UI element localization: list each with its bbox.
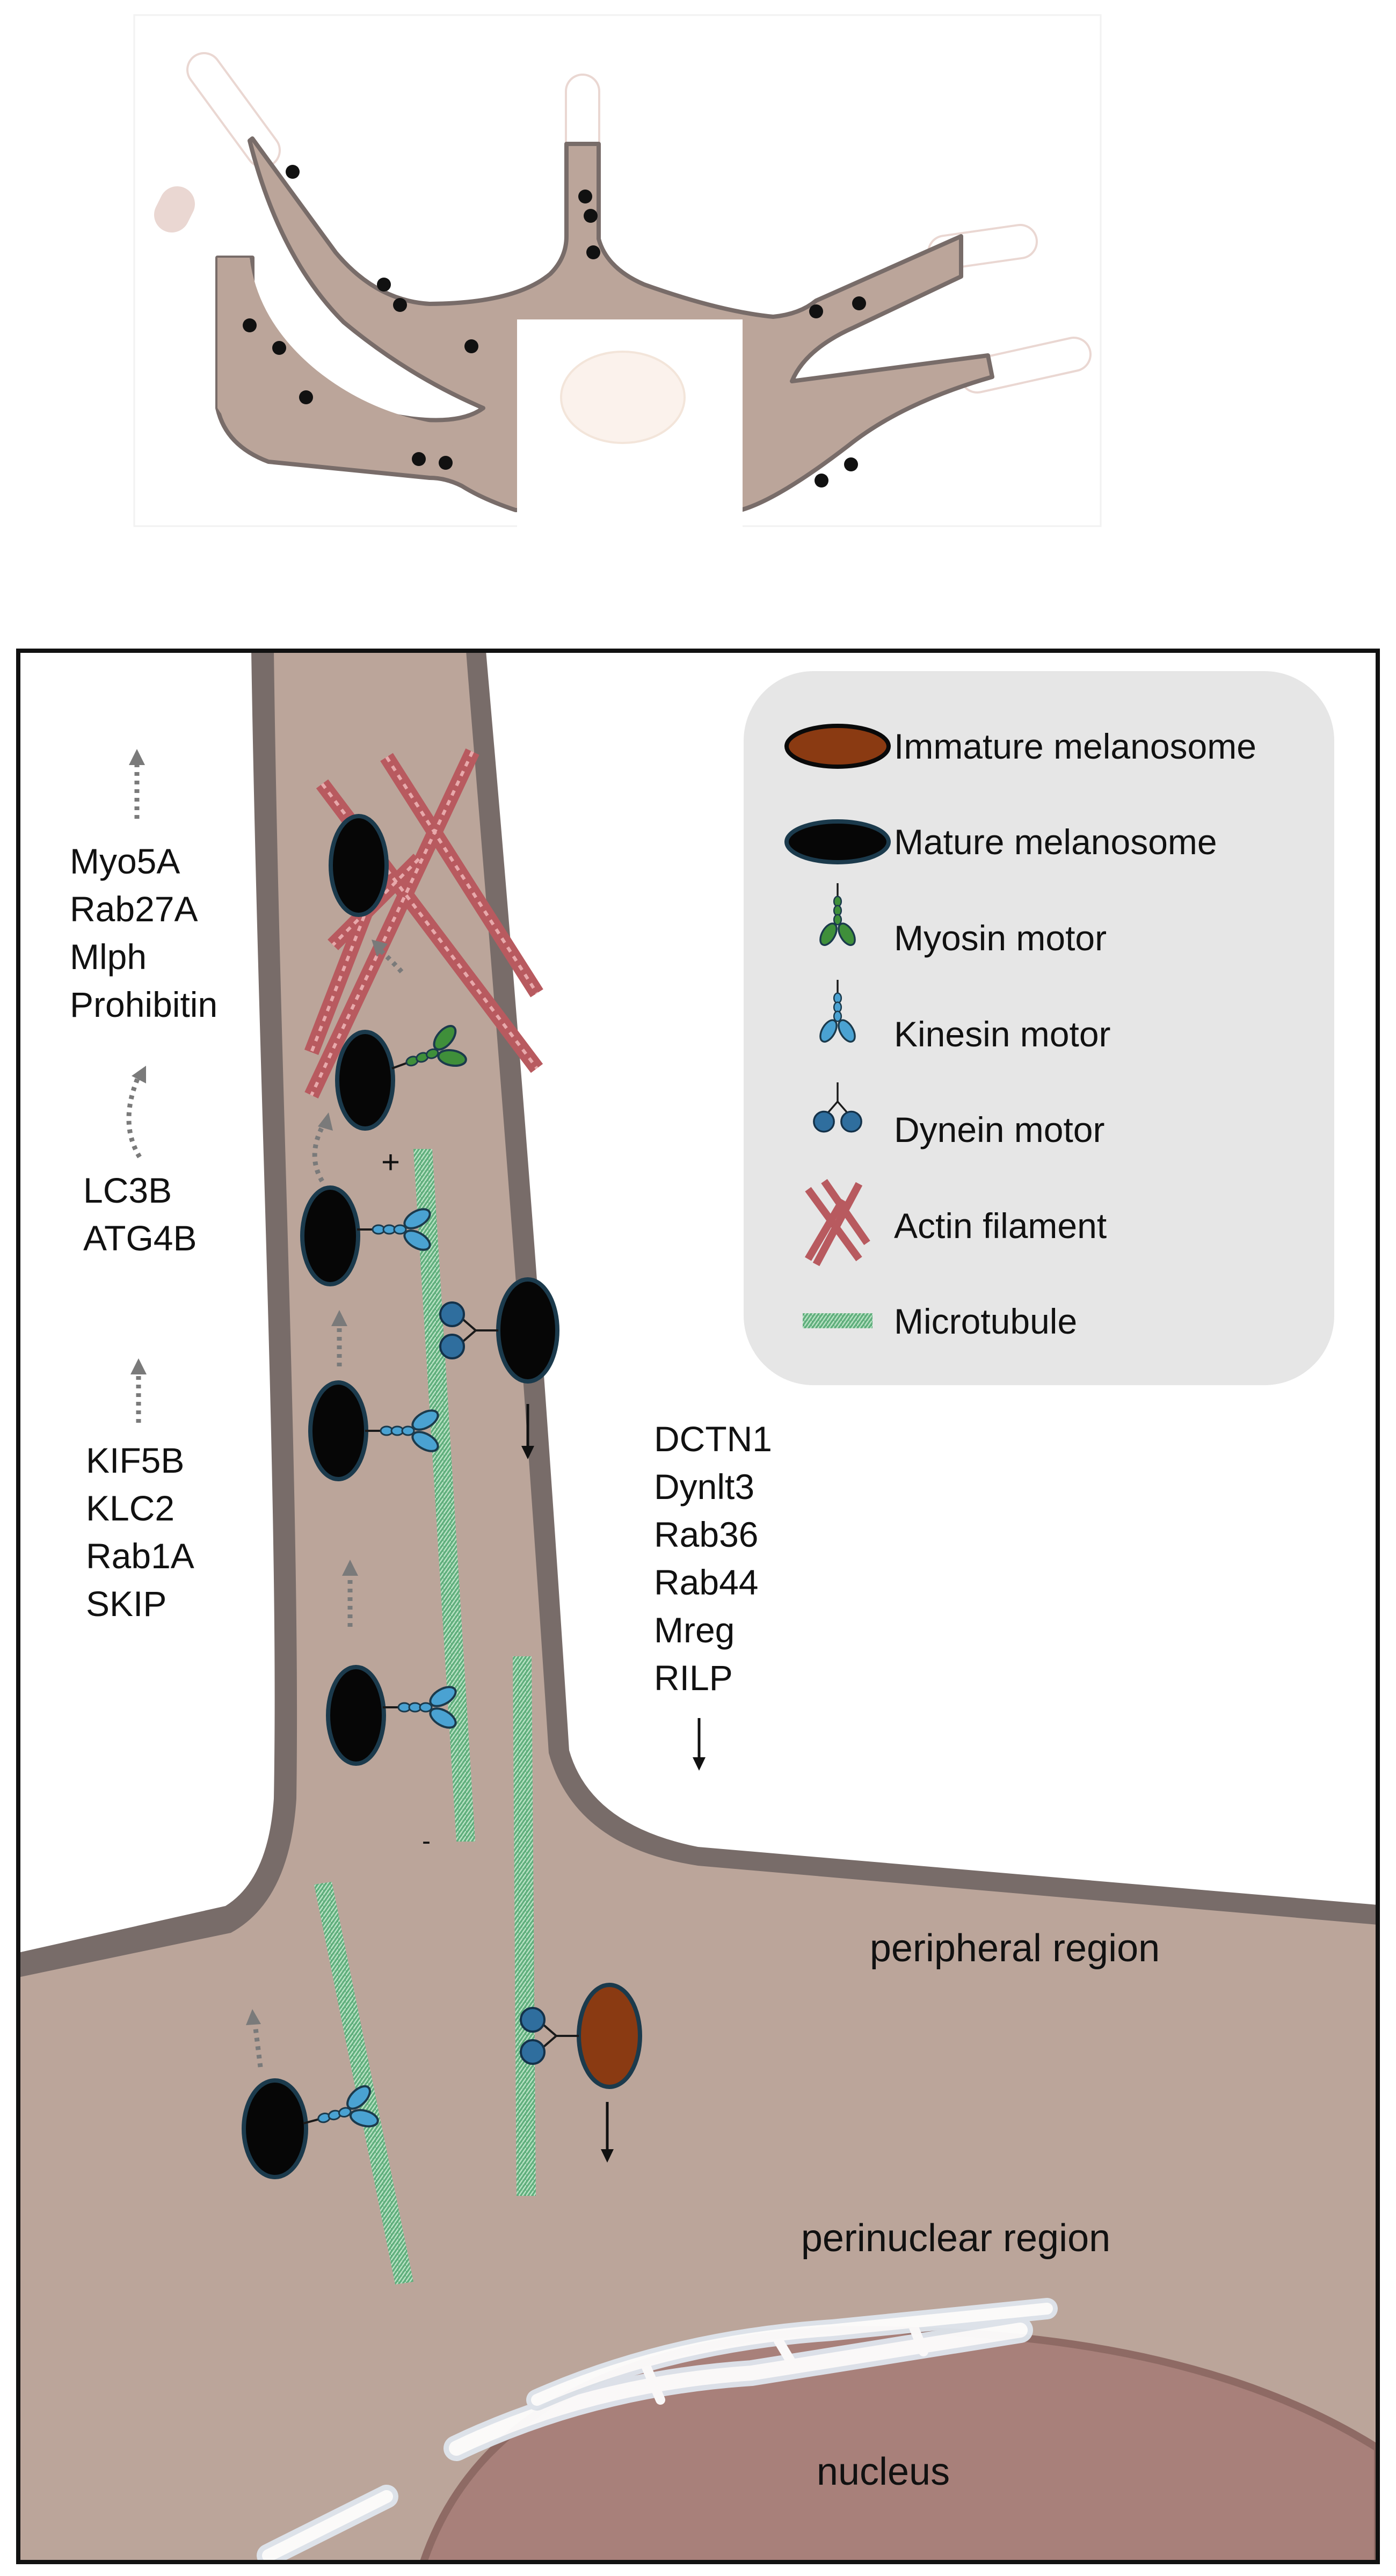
legend-labels: Immature melanosome Mature melanosome My…	[894, 726, 1256, 1341]
legend	[744, 671, 1334, 1385]
svg-text:DCTN1: DCTN1	[654, 1419, 772, 1459]
protein-group-dynein-transport: DCTN1 Dynlt3 Rab36 Rab44 Mreg RILP	[654, 1419, 772, 1698]
movement-arrowheads	[129, 749, 388, 2025]
nucleus-label: nucleus	[817, 2450, 950, 2493]
melanocyte-overview	[133, 14, 1102, 532]
plus-end-marker: +	[381, 1144, 400, 1180]
immature-melanosome-icon	[784, 724, 891, 769]
legend-box	[744, 671, 1334, 1385]
retrograde-arrows	[521, 1404, 706, 2163]
melanosome-dynein-complex	[439, 1277, 559, 1384]
svg-text:SKIP: SKIP	[86, 1584, 166, 1624]
melanosome-kinesin-complex	[300, 1185, 434, 1286]
protein-group-actin-transfer: Myo5A Rab27A Mlph Prohibitin	[70, 841, 217, 1024]
peripheral-region-label: peripheral region	[870, 1927, 1160, 1970]
microtubule-icon	[803, 1313, 872, 1328]
overview-melanosomes	[243, 165, 866, 487]
melanosome-kinesin-complex	[242, 2078, 384, 2179]
legend-label-myosin: Myosin motor	[894, 918, 1107, 958]
svg-text:ATG4B: ATG4B	[83, 1218, 197, 1258]
melanosome-kinesin-complex	[326, 1665, 460, 1766]
legend-label-actin: Actin filament	[894, 1206, 1107, 1246]
svg-text:Prohibitin: Prohibitin	[70, 985, 217, 1024]
panel-border	[16, 649, 1380, 2564]
microtubule	[314, 1882, 413, 2284]
nucleus-outline	[560, 351, 686, 444]
legend-label-dynein: Dynein motor	[894, 1110, 1105, 1149]
perinuclear-region-label: perinuclear region	[801, 2217, 1110, 2260]
svg-text:Mlph: Mlph	[70, 937, 147, 977]
movement-arrows	[126, 765, 404, 2068]
legend-label-mature: Mature melanosome	[894, 822, 1217, 862]
mature-melanosome-actin	[329, 814, 389, 917]
svg-text:Rab1A: Rab1A	[86, 1536, 194, 1576]
endoplasmic-reticulum	[257, 2298, 1058, 2562]
melanosome-myosin-complex	[335, 1018, 473, 1131]
immature-melanosome-dynein-complex	[520, 1983, 642, 2089]
protein-group-autophagy: LC3B ATG4B	[83, 1170, 197, 1258]
svg-text:Rab44: Rab44	[654, 1562, 759, 1602]
svg-text:RILP: RILP	[654, 1658, 733, 1698]
microtubule	[413, 1149, 475, 1842]
melanosome-kinesin-complex	[308, 1380, 442, 1481]
svg-text:Rab27A: Rab27A	[70, 889, 198, 929]
legend-label-kinesin: Kinesin motor	[894, 1014, 1111, 1054]
minus-end-marker: -	[422, 1827, 431, 1855]
svg-text:Myo5A: Myo5A	[70, 841, 180, 881]
actin-filament-icon	[804, 1179, 870, 1267]
legend-label-microtubule: Microtubule	[894, 1301, 1077, 1341]
svg-text:Mreg: Mreg	[654, 1610, 735, 1650]
svg-text:LC3B: LC3B	[83, 1170, 172, 1210]
svg-text:Rab36: Rab36	[654, 1515, 759, 1554]
svg-text:Dynlt3: Dynlt3	[654, 1467, 754, 1507]
protein-group-kinesin-transport: KIF5B KLC2 Rab1A SKIP	[86, 1440, 194, 1624]
svg-text:KIF5B: KIF5B	[86, 1440, 184, 1480]
legend-label-immature: Immature melanosome	[894, 726, 1256, 766]
mature-melanosome-icon	[784, 819, 891, 864]
svg-text:KLC2: KLC2	[86, 1488, 174, 1528]
